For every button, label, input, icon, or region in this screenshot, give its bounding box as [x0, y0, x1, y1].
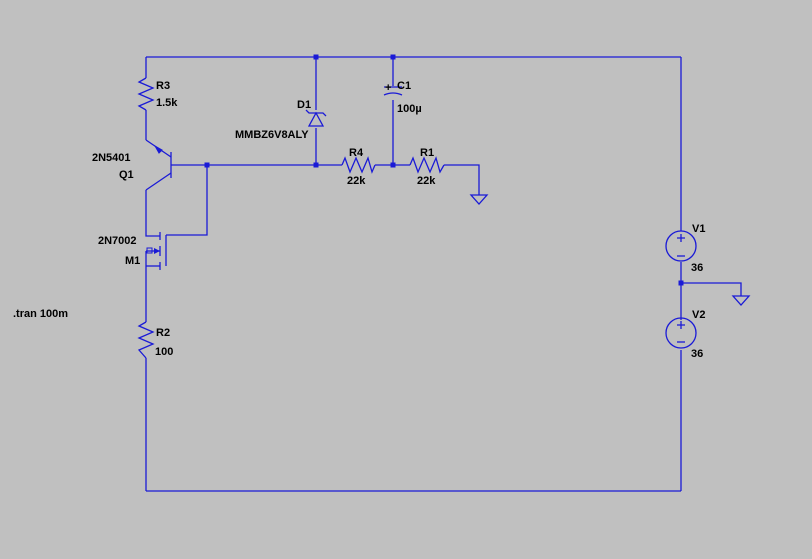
v2-value: 36: [691, 348, 703, 360]
v2-ref: V2: [692, 309, 705, 321]
m1-ref: M1: [125, 255, 140, 267]
q1-model: 2N5401: [92, 152, 131, 164]
capacitor-icon: +: [383, 82, 403, 96]
nmos-transistor-icon: [145, 232, 167, 270]
c1-polarity: +: [385, 82, 391, 94]
ground-icon: [731, 295, 751, 306]
d1-model: MMBZ6V8ALY: [235, 129, 309, 141]
spice-directive[interactable]: .tran 100m: [13, 308, 68, 320]
m1-model: 2N7002: [98, 235, 137, 247]
transistor-m1[interactable]: 2N7002 M1: [98, 232, 167, 270]
r4-ref: R4: [349, 147, 364, 159]
ground-icon: [469, 194, 489, 205]
voltage-source-v1[interactable]: V1 36: [665, 223, 705, 274]
v1-value: 36: [691, 262, 703, 274]
r3-ref: R3: [156, 80, 170, 92]
r1-value: 22k: [417, 175, 436, 187]
ground-r1: [469, 194, 489, 205]
wires: [145, 56, 742, 492]
junctions: [204, 54, 684, 286]
resistor-icon: [137, 77, 155, 111]
q1-ref: Q1: [119, 169, 134, 181]
resistor-r3[interactable]: R3 1.5k: [137, 77, 178, 111]
resistor-r4[interactable]: R4 22k: [341, 147, 376, 187]
resistor-icon: [341, 156, 376, 174]
pnp-transistor-icon: [145, 139, 172, 191]
resistor-r2[interactable]: R2 100: [137, 321, 173, 359]
r2-ref: R2: [156, 327, 170, 339]
ground-v-mid: [731, 295, 751, 306]
r3-value: 1.5k: [156, 97, 178, 109]
v1-ref: V1: [692, 223, 705, 235]
voltage-source-icon: [665, 230, 697, 262]
resistor-icon: [409, 156, 445, 174]
zener-diode-icon: [305, 109, 327, 127]
r2-value: 100: [155, 346, 173, 358]
d1-ref: D1: [297, 99, 311, 111]
voltage-source-v2[interactable]: V2 36: [665, 309, 705, 360]
r4-value: 22k: [347, 175, 366, 187]
c1-ref: C1: [397, 80, 411, 92]
diode-d1[interactable]: D1 MMBZ6V8ALY: [235, 99, 327, 141]
c1-value: 100µ: [397, 103, 422, 115]
resistor-r1[interactable]: R1 22k: [409, 147, 445, 187]
r1-ref: R1: [420, 147, 434, 159]
resistor-icon: [137, 321, 155, 359]
capacitor-c1[interactable]: + C1 100µ: [383, 80, 422, 115]
transistor-q1[interactable]: 2N5401 Q1: [92, 139, 172, 191]
voltage-source-icon: [665, 317, 697, 349]
